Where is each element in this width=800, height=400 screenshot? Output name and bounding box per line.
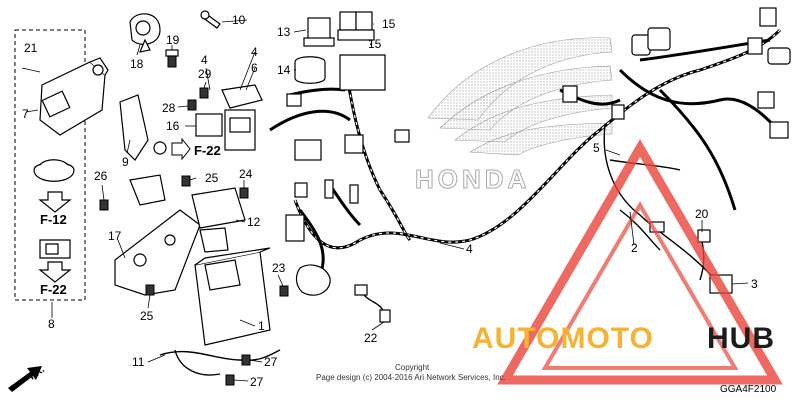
callout-4-a: 4 [201, 53, 208, 67]
callout-16: 16 [166, 119, 180, 133]
callout-10: 10 [232, 13, 246, 27]
callout-28: 28 [162, 101, 176, 115]
ecu-1 [194, 247, 271, 346]
callout-13: 13 [277, 25, 291, 39]
down-arrow-icon-2 [38, 261, 72, 283]
module-12 [191, 187, 246, 253]
callout-12: 12 [247, 215, 261, 229]
harness-connectors [285, 7, 791, 296]
brand-logo-triangle [497, 139, 783, 385]
ignition-switch-group [14, 29, 109, 301]
ref-f22-box: F-22 [40, 282, 67, 297]
callout-20: 20 [695, 207, 709, 221]
callout-19: 19 [166, 33, 180, 47]
wire-11 [159, 349, 281, 376]
callout-18: 18 [130, 57, 144, 71]
bracket-9 [119, 94, 167, 161]
diagram-code: GGA4F2100 [720, 384, 777, 395]
sensor-22 [354, 284, 391, 323]
callout-4-c: 4 [466, 242, 473, 256]
honda-wing-watermark: HONDA [415, 37, 613, 195]
callout-25-b: 25 [140, 309, 154, 323]
pin-10 [200, 10, 221, 29]
callout-25-a: 25 [205, 171, 219, 185]
callout-11: 11 [132, 355, 145, 369]
leader-lines [25, 19, 749, 382]
callout-14: 14 [277, 63, 291, 77]
brand-watermark: AUTOMOTO HUB [472, 322, 775, 355]
ref-arrow-f22 [171, 137, 191, 161]
callout-26: 26 [94, 169, 108, 183]
ignition-key-cap [33, 161, 75, 182]
brand-text-part2: HUB [707, 322, 775, 355]
callout-15-a: 15 [382, 17, 396, 31]
horn-part [129, 13, 161, 53]
callout-21: 21 [24, 41, 38, 55]
callout-2: 2 [631, 241, 638, 255]
brand-text-part1: AUTOMOTO [472, 322, 654, 355]
callout-7: 7 [22, 107, 29, 121]
copyright-line-2: Page design (c) 2004-2016 Ari Network Se… [316, 373, 506, 382]
callout-1: 1 [258, 319, 265, 333]
bolt-29 [199, 87, 209, 99]
front-label: FR. [27, 364, 47, 382]
callout-23: 23 [272, 261, 286, 275]
callout-9: 9 [122, 155, 129, 169]
regulator-16 [195, 113, 223, 137]
relay-14 [294, 56, 326, 84]
callout-8: 8 [48, 317, 55, 331]
bolt-28 [187, 99, 197, 111]
bolt-19 [165, 49, 179, 68]
callout-6: 6 [251, 61, 258, 75]
callout-27-b: 27 [250, 375, 264, 389]
relay-13 [303, 17, 335, 47]
callout-27-a: 27 [264, 355, 278, 369]
bolts [99, 175, 289, 386]
honda-text: HONDA [415, 164, 530, 194]
down-arrow-icon [38, 191, 72, 213]
callout-3: 3 [751, 277, 758, 291]
ref-f12: F-12 [40, 212, 67, 227]
callout-29: 29 [198, 67, 212, 81]
bracket-6 [221, 84, 263, 151]
callout-15-b: 15 [368, 37, 382, 51]
bracket-17 [114, 174, 201, 296]
callout-22: 22 [364, 331, 378, 345]
ref-f22-right: F-22 [194, 143, 221, 158]
callout-24: 24 [239, 167, 253, 181]
callout-17: 17 [108, 229, 122, 243]
relay-15 [337, 11, 386, 91]
copyright-line-1: Copyright [395, 363, 430, 372]
front-arrow-icon [8, 366, 42, 392]
dashed-group-box [14, 29, 86, 301]
callout-5: 5 [593, 141, 600, 155]
callout-4-b: 4 [251, 45, 258, 59]
